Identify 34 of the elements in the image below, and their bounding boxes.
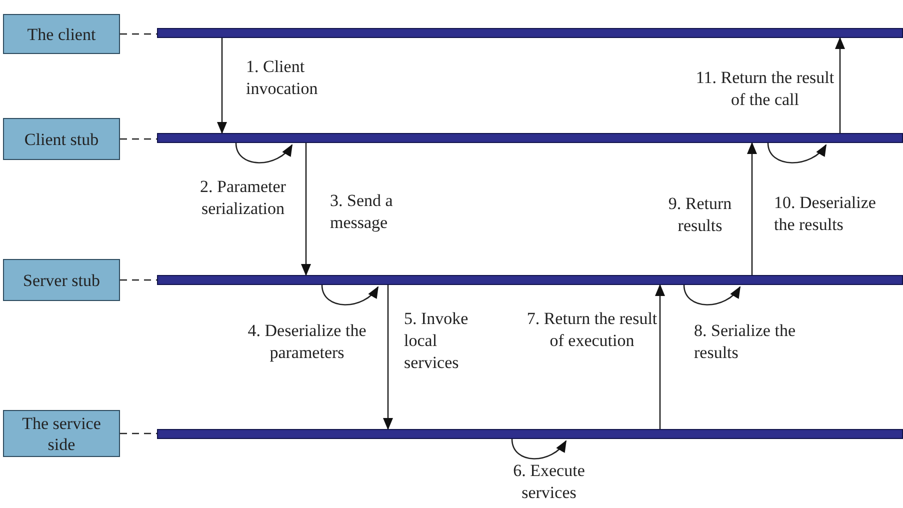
dashed-connector bbox=[120, 432, 157, 434]
dashed-connector bbox=[120, 33, 157, 35]
message-arrow bbox=[217, 38, 227, 134]
message-arrow bbox=[747, 142, 757, 275]
participant-box: Server stub bbox=[3, 259, 120, 301]
lifeline-bar bbox=[157, 133, 903, 143]
edge-label: 4. Deserialize the parameters bbox=[246, 320, 368, 364]
edge-label: 9. Return results bbox=[667, 193, 733, 237]
participant-box: The client bbox=[3, 14, 120, 54]
edge-label: 8. Serialize the results bbox=[694, 320, 796, 364]
lifeline-bar bbox=[157, 275, 903, 285]
edge-label: 11. Return the result of the call bbox=[694, 67, 836, 111]
edge-label: 2. Parameter serialization bbox=[199, 176, 287, 220]
self-loop-arrow bbox=[511, 438, 567, 460]
participant-box: Client stub bbox=[3, 118, 120, 160]
self-loop-arrow bbox=[321, 284, 379, 306]
message-arrow bbox=[383, 285, 393, 430]
message-arrow bbox=[301, 143, 311, 276]
self-loop-arrow bbox=[235, 142, 293, 164]
edge-label: 3. Send a message bbox=[330, 190, 394, 234]
dashed-connector bbox=[120, 138, 157, 140]
self-loop-arrow bbox=[683, 284, 741, 306]
edge-label: 7. Return the result of execution bbox=[526, 308, 658, 352]
participant-box: The service side bbox=[3, 410, 120, 457]
lifeline-bar bbox=[157, 28, 903, 38]
edge-label: 5. Invoke local services bbox=[404, 308, 470, 374]
message-arrow bbox=[835, 37, 845, 133]
edge-label: 1. Client invocation bbox=[246, 56, 319, 100]
edge-label: 6. Execute services bbox=[512, 460, 586, 504]
edge-label: 10. Deserialize the results bbox=[774, 192, 877, 236]
dashed-connector bbox=[120, 279, 157, 281]
message-arrow bbox=[655, 284, 665, 429]
self-loop-arrow bbox=[767, 142, 827, 164]
lifeline-bar bbox=[157, 429, 903, 439]
